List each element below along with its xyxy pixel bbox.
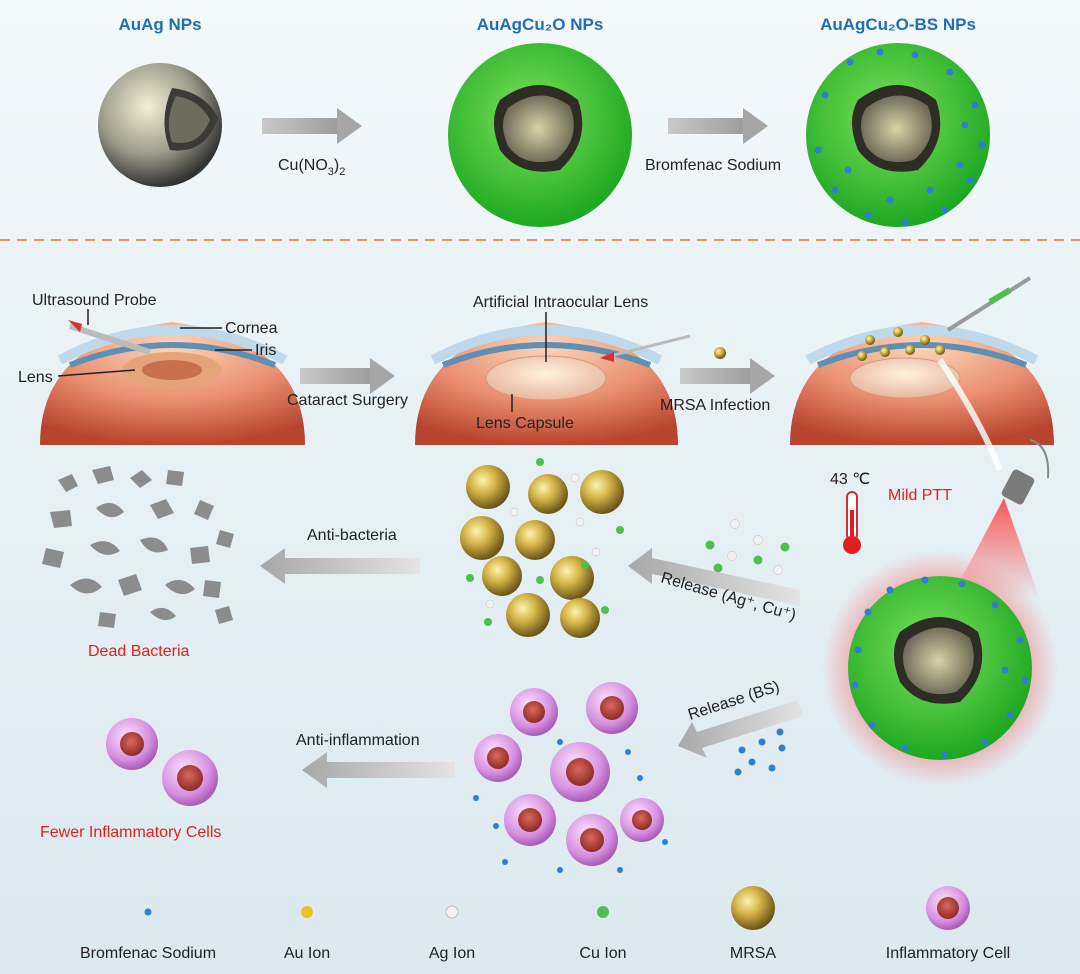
released-ions	[705, 519, 790, 575]
legend-label-inflammatory-cell: Inflammatory Cell	[886, 945, 1010, 962]
cataract-surgery-label: Cataract Surgery	[287, 392, 408, 409]
auag-np-title: AuAg NPs	[118, 15, 201, 34]
ag-ion-icon	[445, 905, 459, 919]
legend-label-cu-ion: Cu Ion	[579, 945, 626, 962]
artificial-lens-label: Artificial Intraocular Lens	[473, 294, 648, 311]
mild-ptt-label: Mild PTT	[888, 487, 952, 504]
bromfenac-step-label: Bromfenac Sodium	[645, 157, 781, 174]
fewer-cells-label: Fewer Inflammatory Cells	[40, 824, 221, 841]
lens-capsule-label: Lens Capsule	[476, 415, 574, 432]
cu-no3-label: Cu(NO3)2	[278, 157, 345, 178]
legend-label-mrsa: MRSA	[730, 945, 777, 962]
inflammatory-cell-icon	[926, 886, 970, 930]
anti-bacteria-label: Anti-bacteria	[307, 527, 397, 544]
anti-bacteria-arrow	[260, 548, 420, 584]
auag-np-illustration	[98, 63, 222, 187]
anti-inflammation-label: Anti-inflammation	[296, 732, 420, 749]
mrsa-infection-label: MRSA Infection	[660, 397, 770, 414]
synthesis-arrow-2	[668, 108, 768, 144]
thermometer-icon	[843, 491, 861, 554]
heated-np-illustration	[822, 550, 1058, 786]
legend: Bromfenac Sodium Au Ion Ag Ion Cu Ion MR…	[80, 886, 1010, 962]
cu-ion-icon	[597, 906, 609, 918]
ultrasound-probe-label: Ultrasound Probe	[32, 292, 157, 309]
auagcu2o-bs-np-illustration	[806, 43, 990, 227]
release-bs-arrow	[678, 700, 803, 758]
auagcu2o-bs-np-title: AuAgCu₂O-BS NPs	[820, 15, 976, 34]
mrsa-infection-arrow	[680, 347, 775, 394]
mrsa-cluster	[460, 458, 624, 638]
lens-label: Lens	[18, 369, 53, 386]
legend-label-ag-ion: Ag Ion	[429, 945, 475, 962]
legend-label-bromfenac: Bromfenac Sodium	[80, 945, 216, 962]
release-ions-arrow	[628, 548, 800, 606]
inflammatory-cell-cluster	[473, 682, 668, 873]
released-bromfenac	[734, 728, 786, 776]
eye-cataract-illustration	[40, 320, 305, 445]
eye-infected-illustration	[790, 276, 1054, 472]
mrsa-icon	[731, 886, 775, 930]
auagcu2o-np-illustration	[448, 43, 632, 227]
au-ion-icon	[301, 906, 313, 918]
cornea-label: Cornea	[225, 320, 278, 337]
anti-inflammation-arrow	[302, 752, 455, 788]
iris-label: Iris	[255, 342, 276, 359]
temperature-label: 43 ℃	[830, 471, 870, 488]
legend-label-au-ion: Au Ion	[284, 945, 330, 962]
auagcu2o-np-title: AuAgCu₂O NPs	[477, 15, 604, 34]
dead-bacteria-label: Dead Bacteria	[88, 643, 189, 660]
cataract-surgery-arrow	[300, 358, 395, 394]
synthesis-arrow-1	[262, 108, 362, 144]
dead-bacteria-illustration	[42, 466, 234, 628]
bromfenac-dot-icon	[144, 908, 152, 916]
fewer-cells-illustration	[106, 718, 218, 806]
